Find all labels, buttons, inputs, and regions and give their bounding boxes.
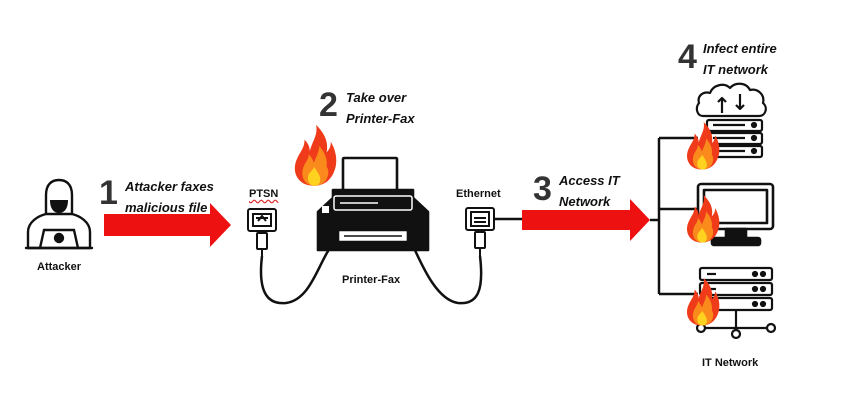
attacker-label: Attacker — [37, 261, 82, 273]
step-1-number: 1 — [99, 174, 118, 212]
ethernet-cable — [412, 247, 483, 305]
step-4-caption: Infect entire IT network — [703, 38, 777, 80]
network-bus — [650, 136, 698, 296]
step-3-number: 3 — [533, 170, 552, 208]
printer-icon — [316, 156, 430, 252]
step-2-number: 2 — [319, 86, 338, 124]
arrow-step-1 — [104, 203, 231, 247]
step-3-line-2: Network — [559, 194, 611, 209]
step-2-line-2: Printer-Fax — [346, 111, 415, 126]
step-2-caption: Take over Printer-Fax — [346, 87, 415, 129]
cloud-server-icon — [695, 82, 767, 159]
step-4-line-1: Infect entire — [703, 41, 777, 56]
monitor-icon — [696, 182, 775, 247]
ethernet-label: Ethernet — [456, 188, 501, 200]
network-label: IT Network — [702, 357, 759, 369]
ethernet-port-icon — [465, 207, 495, 256]
step-4-line-2: IT network — [703, 62, 769, 77]
step-2-line-1: Take over — [346, 90, 407, 105]
step-3-line-1: Access IT — [559, 173, 620, 188]
printer-label: Printer-Fax — [342, 274, 401, 286]
phone-cable — [259, 247, 332, 305]
step-1-line-2: malicious file — [125, 200, 208, 215]
step-4-number: 4 — [678, 38, 697, 76]
step-3-caption: Access IT Network — [559, 170, 620, 212]
phone-jack-icon — [247, 208, 277, 256]
hacker-icon — [24, 178, 94, 250]
step-1-line-1: Attacker faxes — [125, 179, 214, 194]
ptsn-label: PTSN — [249, 188, 279, 200]
step-1-caption: Attacker faxes malicious file — [125, 176, 214, 218]
arrow-step-3 — [522, 199, 650, 241]
